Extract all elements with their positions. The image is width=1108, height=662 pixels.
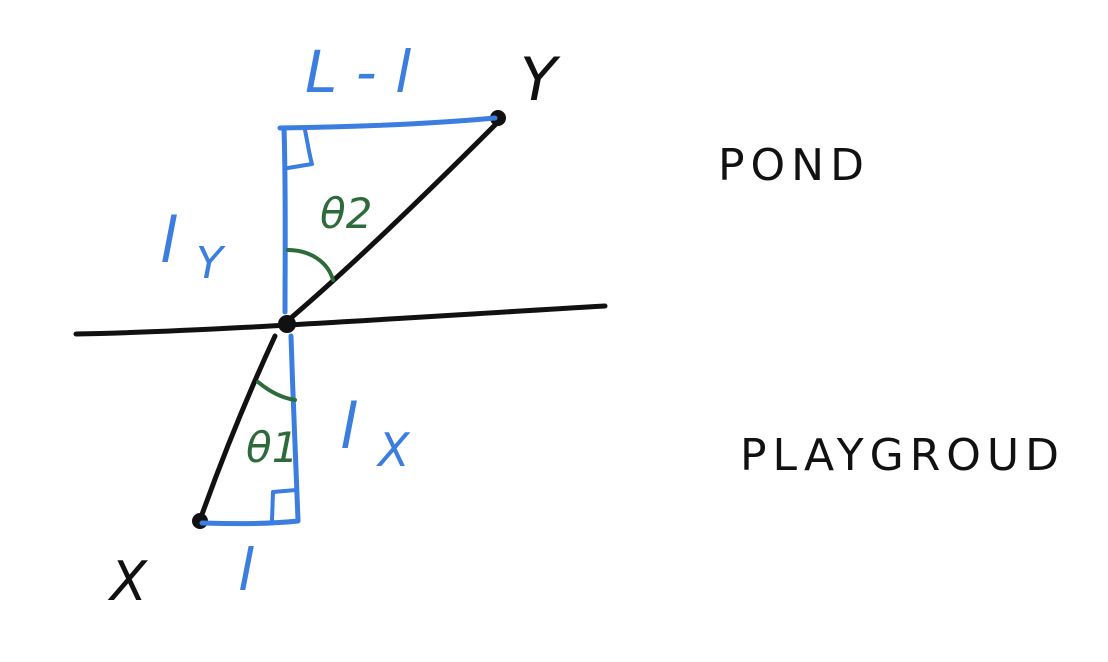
right-vertical-subscript: X bbox=[376, 423, 411, 477]
left-vertical-subscript: Y bbox=[196, 238, 226, 289]
right-angle-marker-top bbox=[286, 128, 314, 170]
top-segment-label: L - l bbox=[305, 38, 411, 106]
point-y-label: Y bbox=[520, 45, 561, 115]
angle-bottom-label: θ1 bbox=[246, 423, 298, 472]
angle-arc-bottom bbox=[256, 380, 297, 402]
left-vertical-label: l bbox=[160, 204, 177, 277]
angle-arc-top bbox=[286, 248, 335, 282]
bottom-horizontal-segment bbox=[199, 518, 301, 527]
bottom-segment-label: l bbox=[238, 536, 254, 604]
region-top-label: POND bbox=[718, 140, 870, 191]
point-x-label: X bbox=[107, 550, 148, 613]
right-angle-marker-bottom bbox=[270, 488, 298, 522]
path-to-x bbox=[197, 333, 278, 523]
region-bottom-label: PLAYGROUD bbox=[740, 430, 1065, 481]
angle-top-label: θ2 bbox=[320, 189, 372, 238]
point-y bbox=[490, 110, 506, 126]
right-vertical-label: l bbox=[340, 390, 357, 463]
right-vertical-segment bbox=[288, 333, 301, 523]
path-to-y bbox=[282, 121, 499, 326]
top-horizontal-segment bbox=[277, 115, 498, 131]
crossing-point bbox=[278, 315, 296, 333]
boundary-line bbox=[73, 303, 608, 337]
left-vertical-segment bbox=[281, 125, 288, 315]
